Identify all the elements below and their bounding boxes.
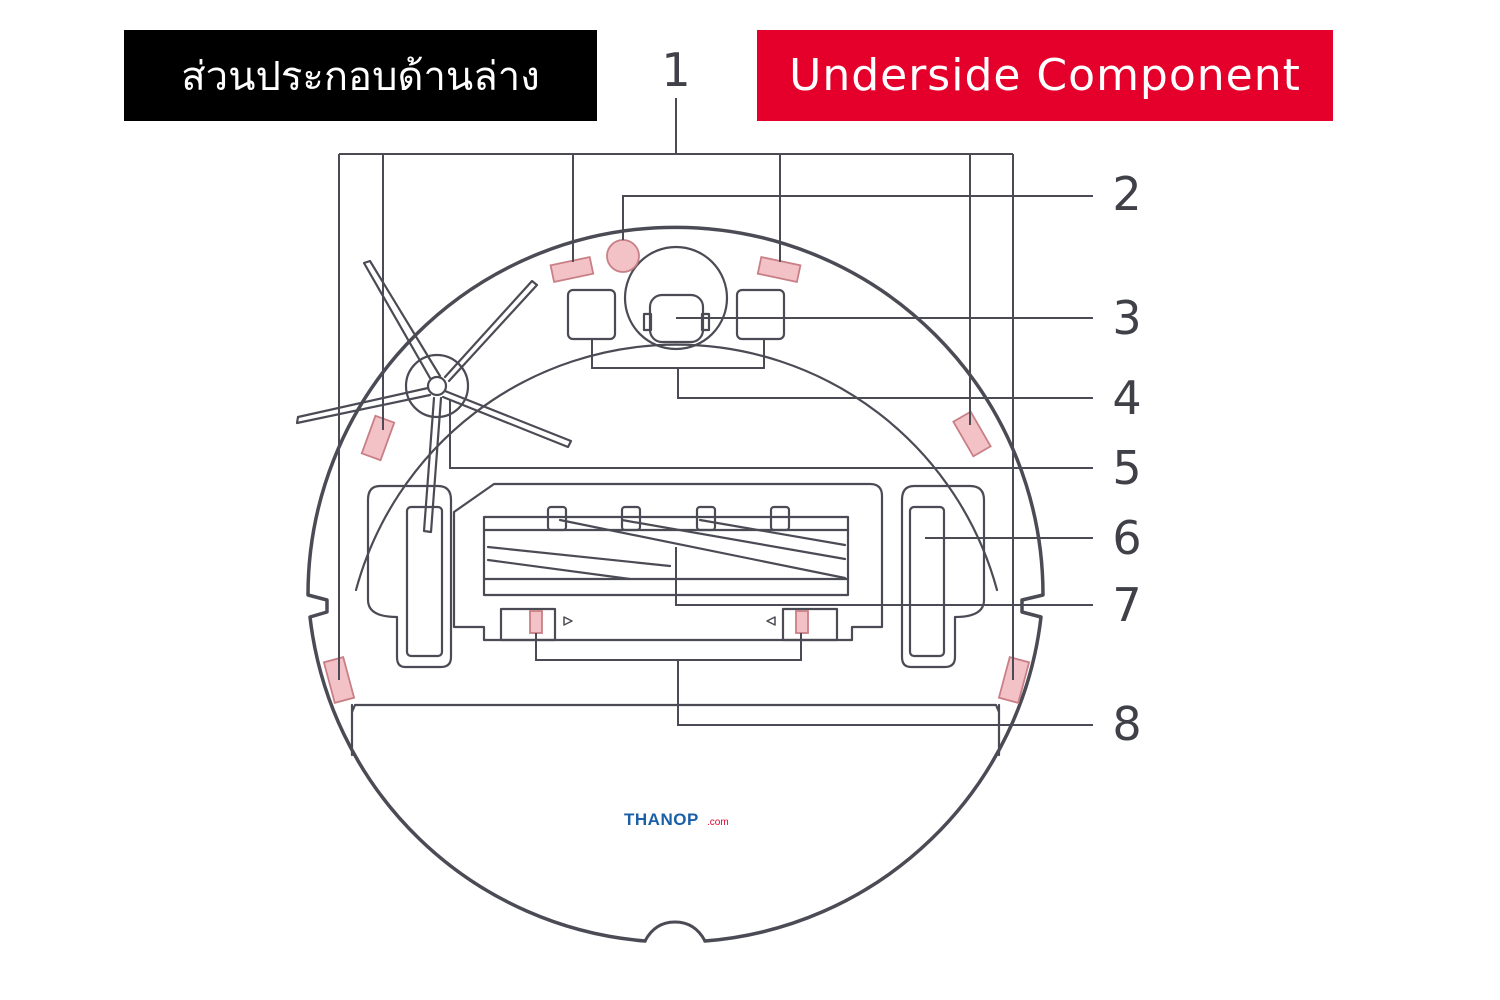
- logo-sub-text: .com: [707, 817, 729, 828]
- side-brush-arm-2: [443, 279, 539, 383]
- brush-clip-4: [769, 505, 791, 532]
- caster-axle-left: [642, 312, 653, 332]
- brush-clip-1: [546, 505, 568, 532]
- callout-1: 1: [661, 43, 690, 97]
- leader-line-7: [675, 547, 1093, 606]
- leader-line-4: [591, 339, 1093, 399]
- thanop-logo: THANOP .com: [624, 810, 729, 829]
- side-brush-center: [426, 375, 448, 397]
- callout-8: 8: [1112, 697, 1141, 751]
- dustbin-line: [350, 703, 1001, 714]
- left-sensor-box: [566, 288, 617, 341]
- brush-clip-2: [620, 505, 642, 532]
- callout-7: 7: [1112, 578, 1141, 632]
- right-sensor-box: [735, 288, 786, 341]
- bottom-notch: [643, 920, 707, 943]
- logo-main-text: THANOP: [624, 810, 699, 829]
- arrow-left-marker: [766, 616, 776, 626]
- robot-body-outline: [308, 603, 629, 945]
- brush-clip-3: [695, 505, 717, 532]
- left-wheel: [405, 505, 444, 658]
- callout-2: 2: [1112, 167, 1141, 221]
- leader-line-5: [449, 400, 1093, 469]
- side-brush-hub: [404, 353, 470, 419]
- leader-line-8: [535, 633, 1093, 726]
- caster-axle-right: [700, 312, 711, 332]
- title-english: Underside Component: [757, 30, 1333, 121]
- callout-6: 6: [1112, 511, 1141, 565]
- right-wheel-housing: [900, 484, 986, 669]
- right-wheel: [908, 505, 946, 658]
- charging-contact-left: [529, 610, 543, 634]
- side-brush-arm-5: [422, 396, 443, 534]
- charging-contact-right: [795, 610, 809, 634]
- robot-body-shell: [306, 225, 1045, 943]
- cliff-sensor-front-left: [549, 255, 595, 284]
- main-brush-compartment: [452, 482, 884, 642]
- side-brush-arm-4: [295, 386, 432, 425]
- leader-line-1: [338, 98, 1014, 680]
- main-brush-bristle-1: [486, 518, 847, 581]
- callout-3: 3: [1112, 291, 1141, 345]
- callout-4: 4: [1112, 371, 1141, 425]
- cliff-sensor-left: [360, 414, 396, 462]
- wall-sensor: [606, 239, 640, 273]
- side-brush-arm-1: [362, 259, 442, 380]
- callout-5: 5: [1112, 441, 1141, 495]
- brush-cover-latch-left: [499, 607, 557, 642]
- title-thai: ส่วนประกอบด้านล่าง: [124, 30, 597, 121]
- cliff-sensor-right: [952, 410, 992, 458]
- arrow-right-marker: [563, 616, 573, 626]
- brush-cover-latch-right: [781, 607, 839, 642]
- leader-line-2: [622, 195, 1093, 240]
- main-brush-frame: [482, 515, 850, 597]
- left-wheel-housing: [366, 484, 453, 669]
- side-brush-arm-3: [441, 389, 573, 449]
- center-sensor-housing: [623, 245, 729, 351]
- inner-rim: [354, 343, 999, 592]
